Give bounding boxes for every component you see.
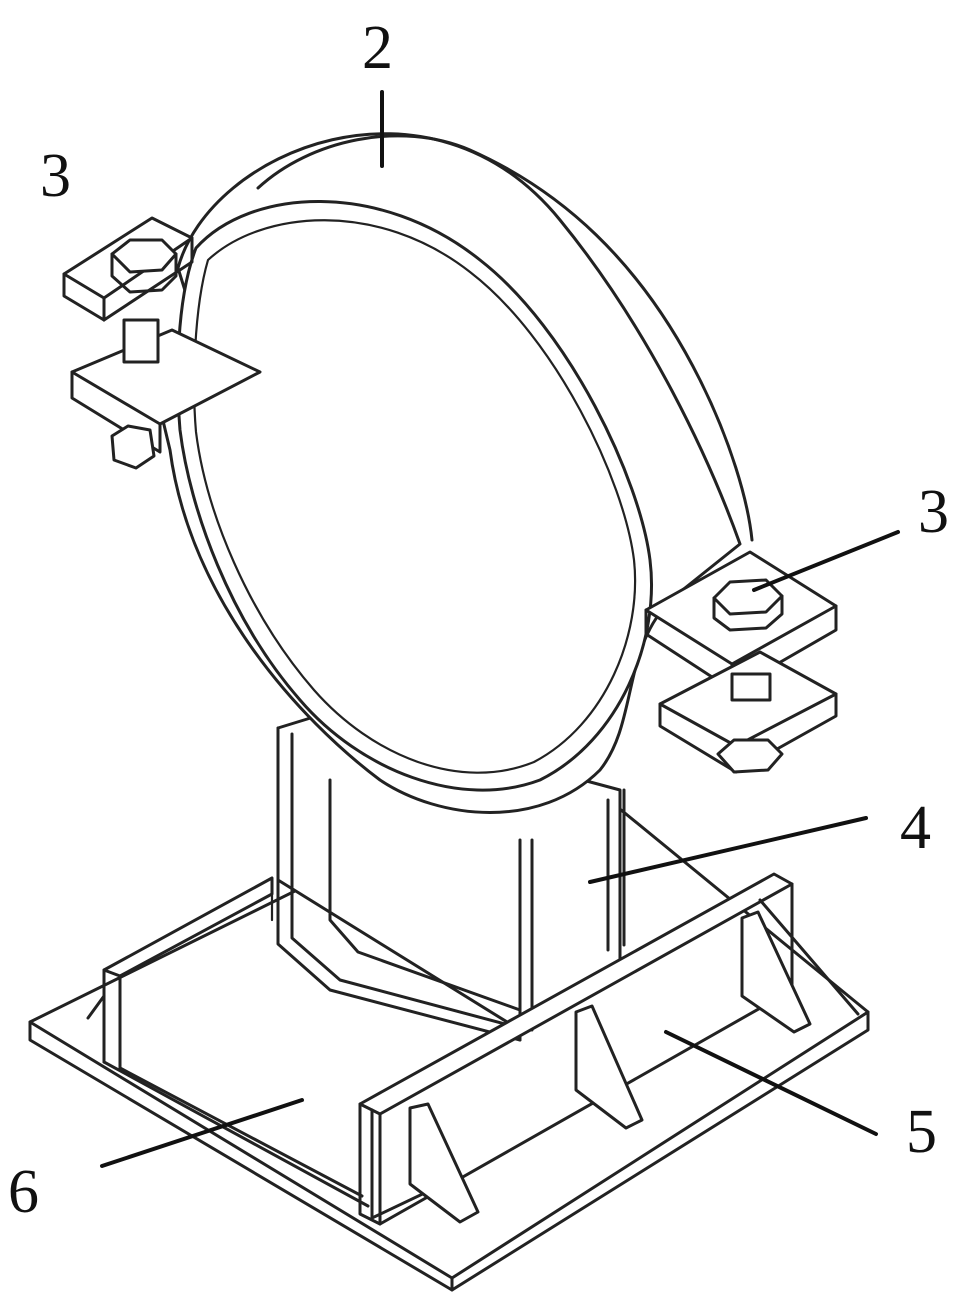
left-channel	[86, 876, 370, 1208]
left-lug-bolt	[62, 216, 262, 470]
label-6: 6	[8, 1158, 39, 1226]
label-2: 2	[362, 14, 393, 82]
leader-5	[664, 1030, 878, 1136]
rib-channel	[358, 872, 860, 1226]
right-lug-bolt	[644, 550, 838, 774]
label-3-right: 3	[918, 478, 949, 546]
leader-6	[100, 1098, 304, 1168]
leader-3-right	[752, 530, 900, 592]
label-5: 5	[906, 1098, 937, 1166]
label-4: 4	[900, 794, 931, 862]
pipe-clamp	[158, 132, 754, 814]
leader-4	[588, 816, 868, 884]
label-3-left: 3	[40, 142, 71, 210]
